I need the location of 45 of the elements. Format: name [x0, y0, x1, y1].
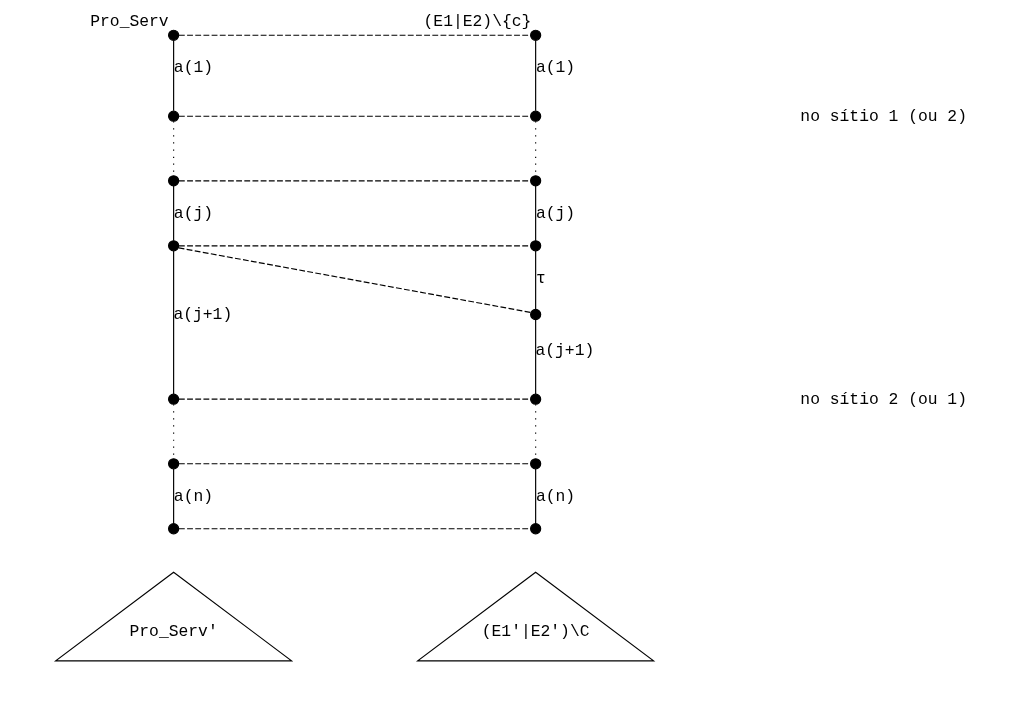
node-circle [529, 523, 541, 535]
connector [534, 468, 536, 525]
edge-label: a(1) [535, 58, 575, 78]
node-label: Pro_Serv [89, 11, 169, 31]
node-circle [529, 458, 541, 470]
node-circle [529, 110, 541, 122]
node-circle [529, 308, 541, 321]
node-circle [167, 29, 179, 41]
edge-label: a(1) [173, 58, 213, 78]
connector [534, 40, 536, 112]
connector [177, 398, 531, 400]
edge-label: a(j) [535, 203, 575, 223]
node-circle [167, 523, 179, 535]
node-circle [529, 393, 541, 405]
node-label: (E1|E2)\{c} [423, 11, 531, 31]
node-circle [167, 110, 179, 122]
node-circle [167, 240, 179, 252]
edge-label: a(j+1) [172, 304, 232, 324]
edge-label: τ [535, 268, 546, 288]
connector [172, 185, 174, 242]
connector [172, 250, 174, 395]
connector [177, 180, 531, 182]
connector [177, 247, 531, 314]
node-circle [167, 458, 179, 470]
connector [177, 115, 531, 117]
connector [177, 34, 531, 36]
node-circle [529, 240, 541, 252]
connector [534, 319, 536, 395]
edge-label: a(n) [535, 486, 575, 506]
node-circle [529, 175, 541, 187]
connector [534, 185, 536, 242]
label: no sítio 1 (ou 2) [799, 106, 967, 126]
connector [177, 463, 531, 465]
label: no sítio 2 (ou 1) [799, 389, 967, 409]
node-circle [167, 175, 179, 187]
connector [177, 528, 531, 530]
edge-label: a(j) [173, 203, 213, 223]
connector [172, 468, 174, 525]
edge-label: a(n) [173, 486, 213, 506]
connector [534, 250, 536, 310]
edge-label: a(j+1) [534, 341, 594, 361]
connector [177, 245, 531, 247]
node-circle [167, 393, 179, 405]
connector [172, 40, 174, 112]
node-circle [529, 29, 541, 41]
